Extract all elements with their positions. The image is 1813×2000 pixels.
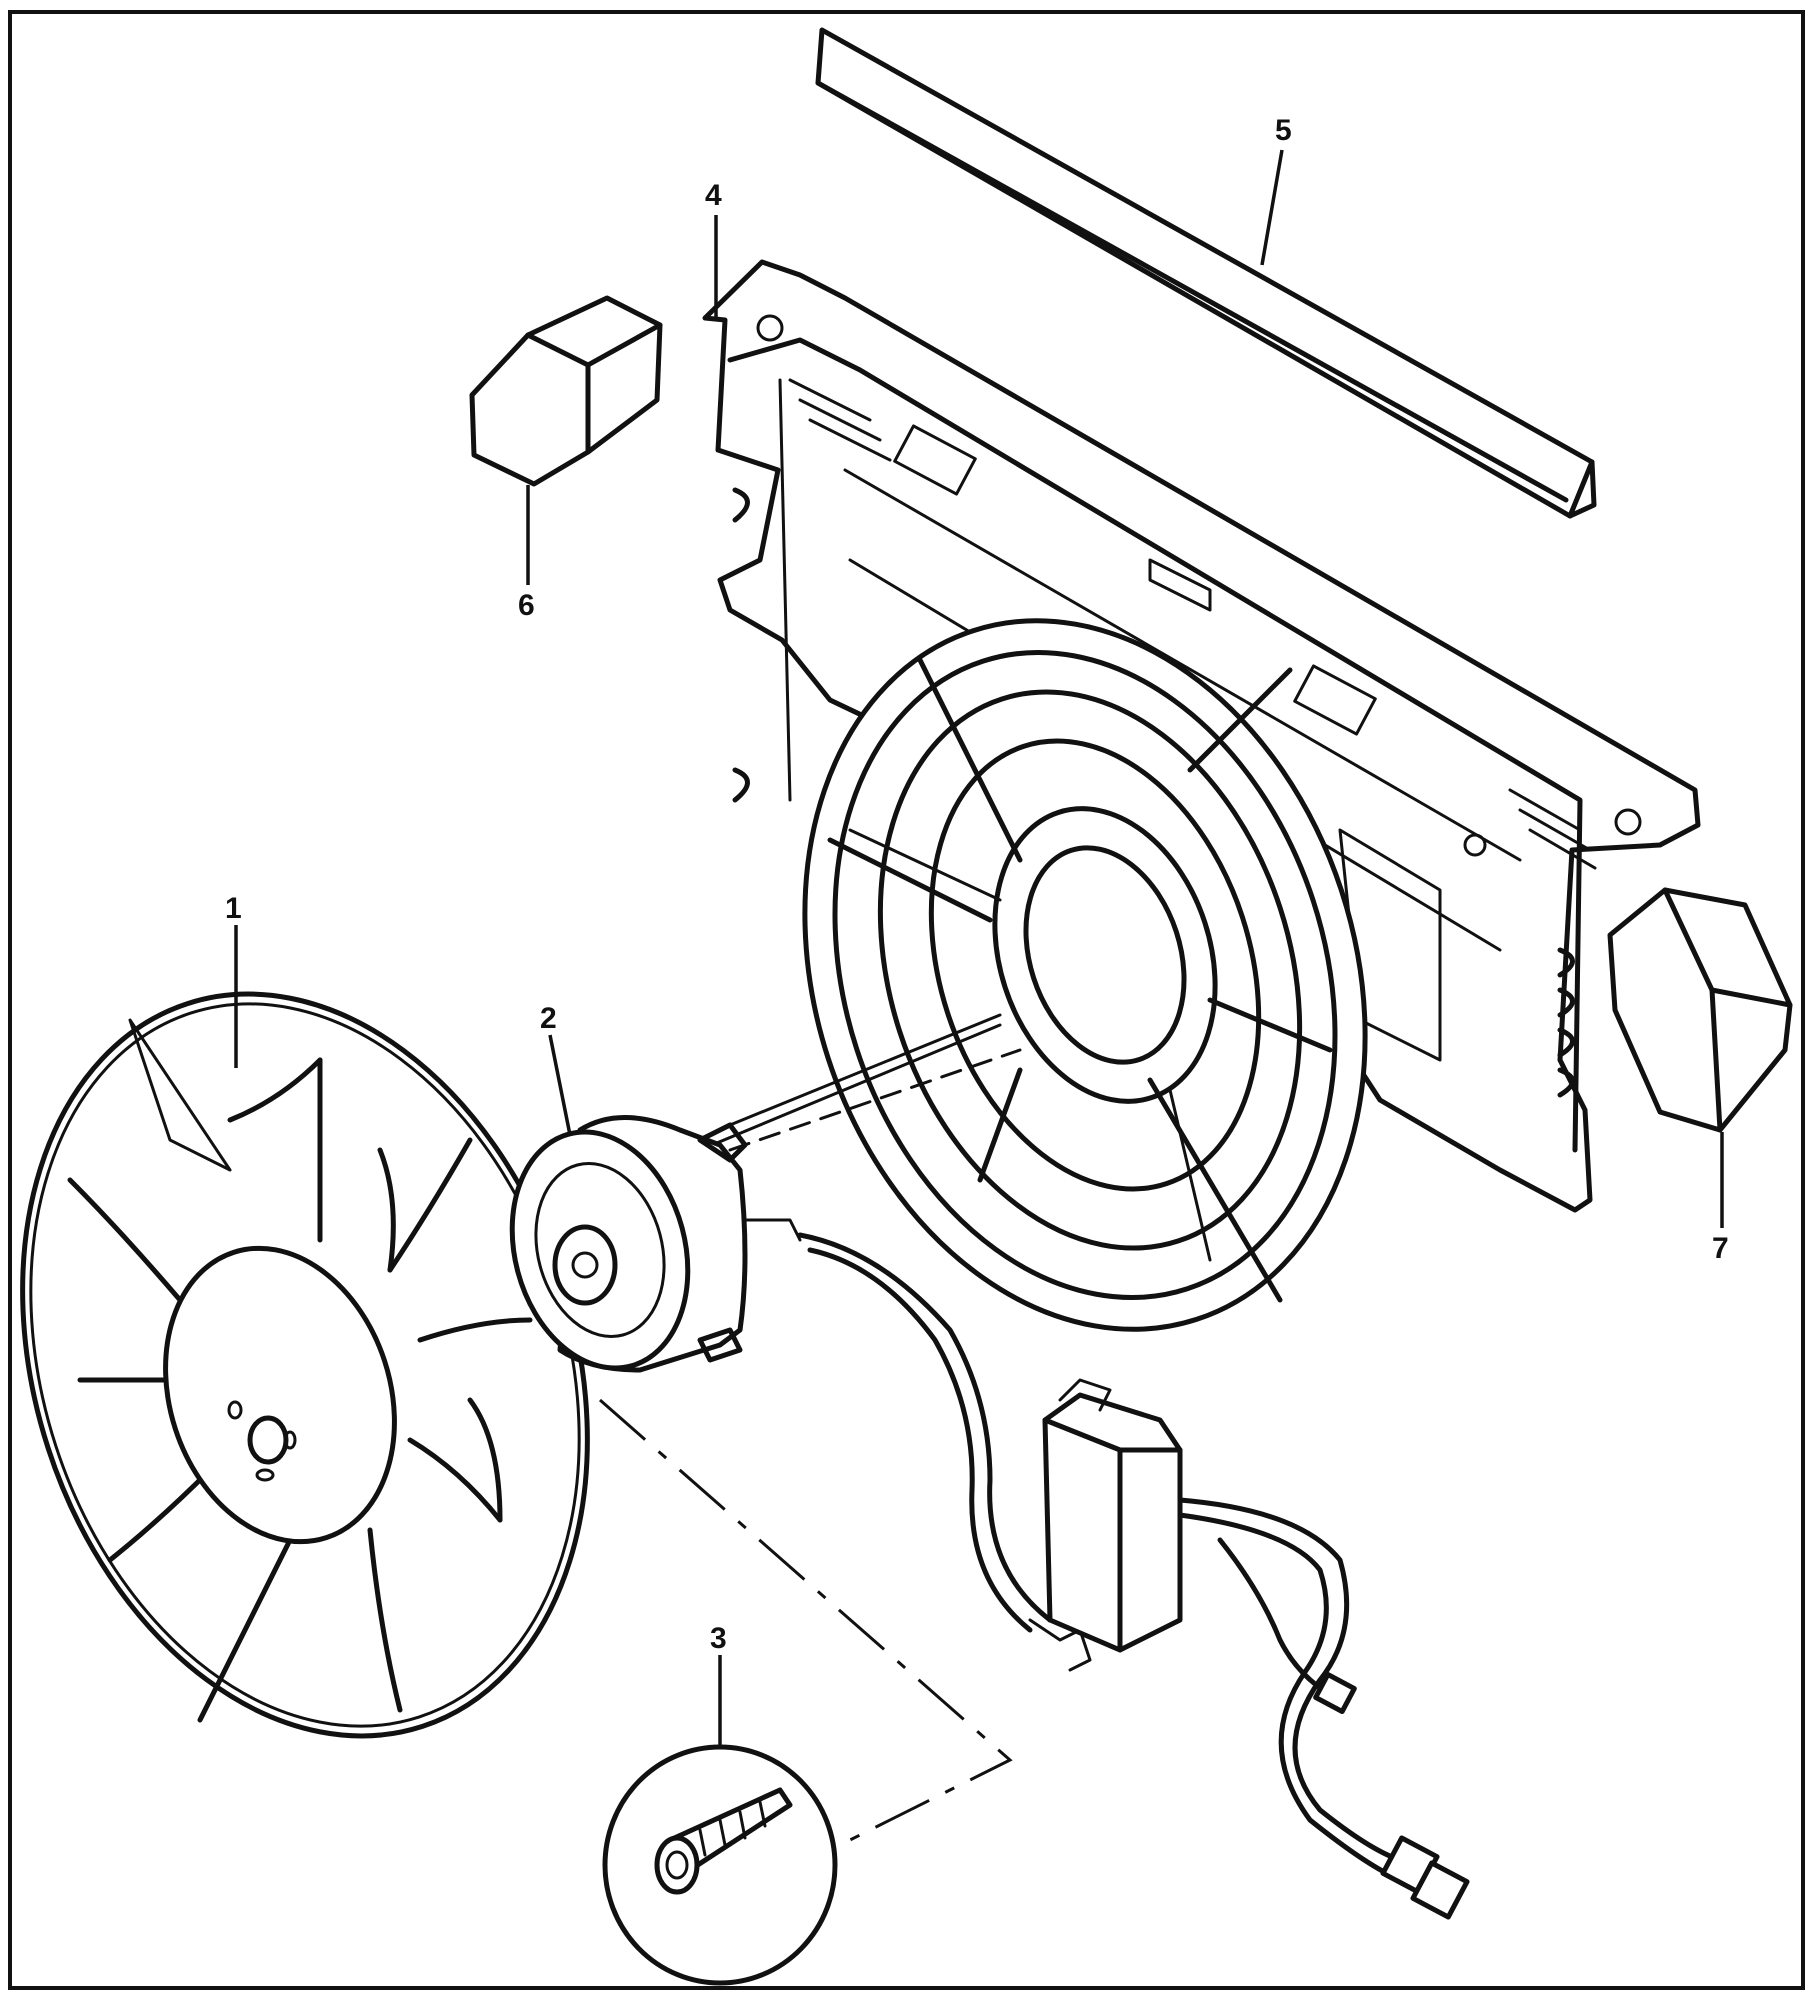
foam-block-left-icon — [469, 295, 663, 487]
fan-blade-icon — [20, 991, 590, 1739]
fan-motor-icon — [509, 1115, 802, 1373]
foam-strip-icon — [815, 27, 1597, 519]
diagram-border — [8, 10, 1805, 1990]
callout-7: 7 — [1712, 1232, 1729, 1265]
leader-5 — [1260, 149, 1284, 266]
wiring-harness-icon — [797, 1232, 1470, 1920]
callout-3: 3 — [710, 1622, 727, 1655]
foam-block-right-icon — [1607, 887, 1793, 1133]
callout-2: 2 — [540, 1002, 557, 1035]
callout-6: 6 — [518, 589, 535, 622]
callout-1: 1 — [225, 892, 242, 925]
callout-4: 4 — [705, 179, 722, 212]
fan-shroud-icon — [702, 259, 1701, 1332]
screw-icon — [602, 1744, 838, 1986]
callout-5: 5 — [1275, 114, 1292, 147]
leader-2 — [548, 1034, 572, 1136]
